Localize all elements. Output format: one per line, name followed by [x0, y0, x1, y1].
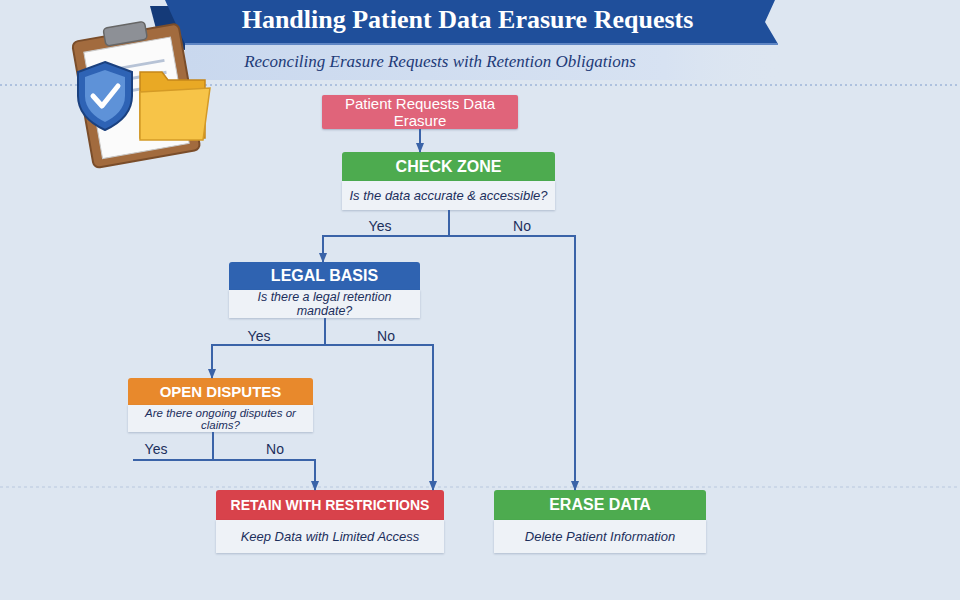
branch-label: Yes: [369, 218, 392, 234]
node-body: Is the data accurate & accessible?: [342, 181, 555, 210]
subtitle-band: [185, 44, 785, 80]
node-heading: RETAIN WITH RESTRICTIONS: [216, 490, 444, 520]
flow-connector: [323, 210, 449, 262]
branch-label: No: [266, 441, 284, 457]
node-body: Are there ongoing disputes or claims?: [128, 405, 313, 432]
node-heading: OPEN DISPUTES: [128, 378, 313, 405]
flow-connector: [212, 318, 325, 378]
node-heading: ERASE DATA: [494, 490, 706, 520]
node-heading: CHECK ZONE: [342, 152, 555, 181]
node-text: Patient Requests Data Erasure: [322, 95, 518, 129]
ribbon-highlight: [185, 43, 778, 45]
flow-connector: [449, 210, 575, 490]
flow-connector: [419, 129, 421, 152]
node-body: Is there a legal retention mandate?: [229, 290, 420, 318]
stub-line: [133, 459, 213, 461]
decision-box: RETAIN WITH RESTRICTIONSKeep Data with L…: [216, 490, 444, 553]
decision-box: ERASE DATADelete Patient Information: [494, 490, 706, 553]
flow-connector: [325, 318, 433, 490]
node-heading: LEGAL BASIS: [229, 262, 420, 290]
decision-box: OPEN DISPUTESAre there ongoing disputes …: [128, 378, 313, 432]
branch-label: No: [513, 218, 531, 234]
decision-box: LEGAL BASISIs there a legal retention ma…: [229, 262, 420, 318]
start-box: Patient Requests Data Erasure: [322, 95, 518, 129]
flow-connector: [213, 432, 315, 490]
branch-label: Yes: [248, 328, 271, 344]
subtitle-text: Reconciling Erasure Requests with Retent…: [190, 52, 690, 72]
dotted-divider: [0, 487, 960, 488]
node-body: Delete Patient Information: [494, 520, 706, 553]
branch-label: No: [377, 328, 395, 344]
title-ribbon: [165, 0, 778, 44]
node-body: Keep Data with Limited Access: [216, 520, 444, 553]
shield-icon: [78, 62, 132, 130]
decision-box: CHECK ZONEIs the data accurate & accessi…: [342, 152, 555, 210]
diagram-title: Handling Patient Data Erasure Requests: [175, 5, 760, 35]
folder-icon: [140, 72, 210, 140]
branch-label: Yes: [145, 441, 168, 457]
